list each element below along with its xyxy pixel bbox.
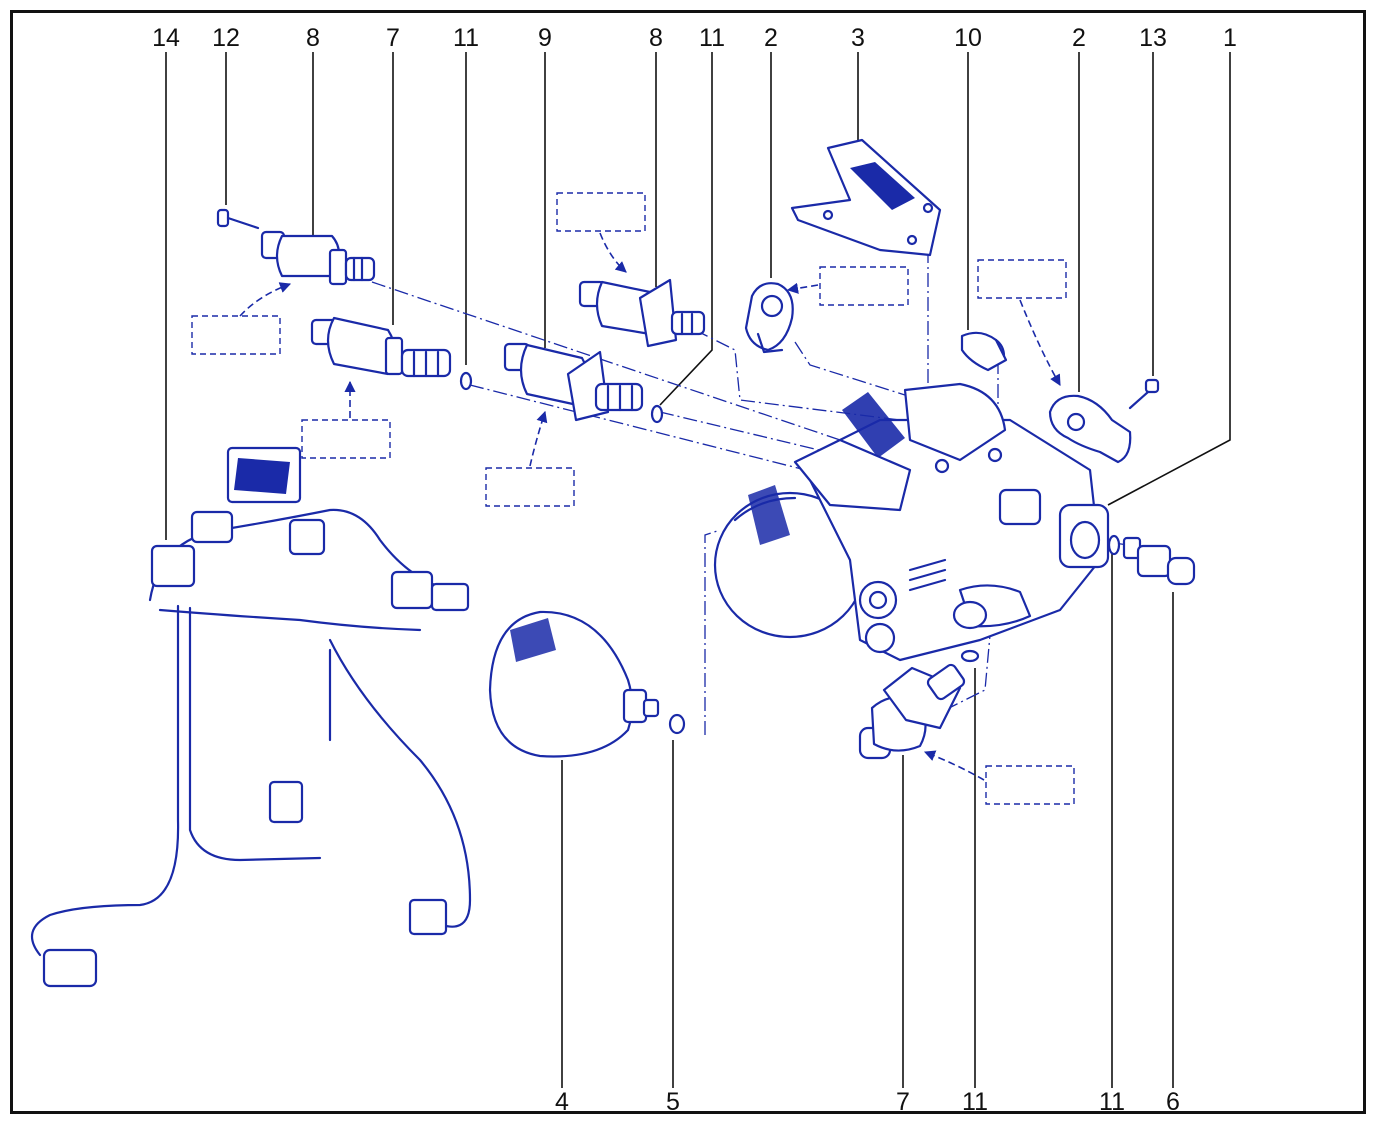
- callout-top-8: 2: [764, 24, 778, 52]
- callouts-top: 14 12 8 7 11 9 8 11 2 3 10 2 13 1: [152, 24, 1237, 52]
- solenoid-part-7-left: [310, 316, 473, 391]
- callout-top-6: 8: [649, 24, 663, 52]
- ref-box-2: [301, 419, 391, 459]
- callout-top-13: 1: [1223, 24, 1237, 52]
- reference-boxes: [191, 192, 1075, 805]
- callout-top-0: 14: [152, 24, 180, 52]
- callout-top-12: 13: [1139, 24, 1167, 52]
- accumulator-part-4: [488, 610, 686, 758]
- callout-bottom-1: 5: [666, 1088, 680, 1116]
- ref-box-7: [985, 765, 1075, 805]
- ref-box-3: [485, 467, 575, 507]
- clip-part-10: [960, 331, 1008, 372]
- callouts-bottom: 4 5 7 11 11 6: [555, 1088, 1180, 1116]
- sensor-part-2-left: [744, 282, 794, 354]
- screw-part-12: [216, 208, 260, 230]
- o-ring-and-sensor-part-6: [1107, 534, 1196, 586]
- callout-top-4: 11: [453, 24, 479, 52]
- callout-top-3: 7: [386, 24, 400, 52]
- solenoid-part-8-right: [578, 278, 706, 348]
- callout-top-9: 3: [851, 24, 865, 52]
- wiring-harness-part-14: [30, 446, 472, 988]
- sensor-part-2-right: [1048, 394, 1132, 464]
- callout-top-1: 12: [212, 24, 240, 52]
- callout-bottom-0: 4: [555, 1088, 569, 1116]
- solenoid-part-8-left: [260, 230, 376, 286]
- callout-top-10: 10: [954, 24, 982, 52]
- screw-part-13: [1128, 378, 1160, 410]
- callout-bottom-4: 11: [1099, 1088, 1125, 1116]
- ref-box-1: [191, 315, 281, 355]
- bracket-part-3: [790, 138, 942, 257]
- callout-bottom-3: 11: [962, 1088, 988, 1116]
- callout-bottom-5: 6: [1166, 1088, 1180, 1116]
- solenoid-part-7-lower: [858, 649, 980, 760]
- callout-top-7: 11: [699, 24, 725, 52]
- callout-top-2: 8: [306, 24, 320, 52]
- hydraulic-unit-part-1: [713, 382, 1110, 662]
- callout-top-11: 2: [1072, 24, 1086, 52]
- solenoid-part-9: [503, 342, 664, 424]
- ref-box-4: [556, 192, 646, 232]
- callout-bottom-2: 7: [896, 1088, 910, 1116]
- ref-box-5: [819, 266, 909, 306]
- callout-top-5: 9: [538, 24, 552, 52]
- ref-box-6: [977, 259, 1067, 299]
